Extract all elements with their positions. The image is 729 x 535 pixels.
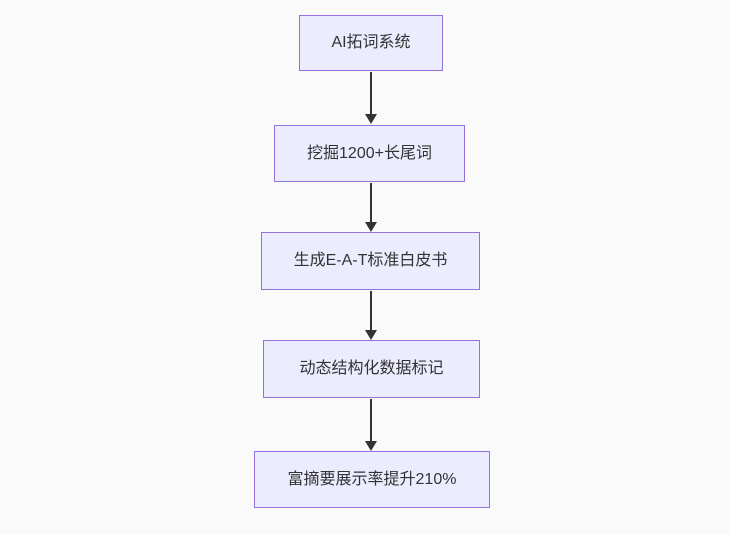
arrow-shaft	[370, 72, 372, 114]
arrow-shaft	[370, 291, 372, 330]
arrow-shaft	[370, 399, 372, 441]
flow-node-eat-whitepaper: 生成E-A-T标准白皮书	[261, 232, 480, 290]
flow-node-rich-snippet-result: 富摘要展示率提升210%	[254, 451, 490, 508]
flow-node-longtail-keywords: 挖掘1200+长尾词	[274, 125, 465, 182]
flow-node-label: 富摘要展示率提升210%	[287, 470, 457, 488]
arrow-head-icon	[365, 330, 377, 340]
flow-node-ai-system: AI拓词系统	[299, 15, 443, 71]
flow-arrow-3	[365, 291, 378, 340]
flow-arrow-1	[365, 72, 378, 124]
arrow-shaft	[370, 183, 372, 222]
flow-arrow-2	[365, 183, 378, 232]
flow-arrow-4	[365, 399, 378, 451]
flow-node-label: AI拓词系统	[331, 34, 411, 52]
flow-node-label: 动态结构化数据标记	[299, 360, 444, 378]
arrow-head-icon	[365, 441, 377, 451]
flow-node-label: 挖掘1200+长尾词	[307, 144, 432, 162]
flow-node-structured-data: 动态结构化数据标记	[263, 340, 480, 398]
flow-node-label: 生成E-A-T标准白皮书	[293, 252, 448, 270]
arrow-head-icon	[365, 114, 377, 124]
arrow-head-icon	[365, 222, 377, 232]
